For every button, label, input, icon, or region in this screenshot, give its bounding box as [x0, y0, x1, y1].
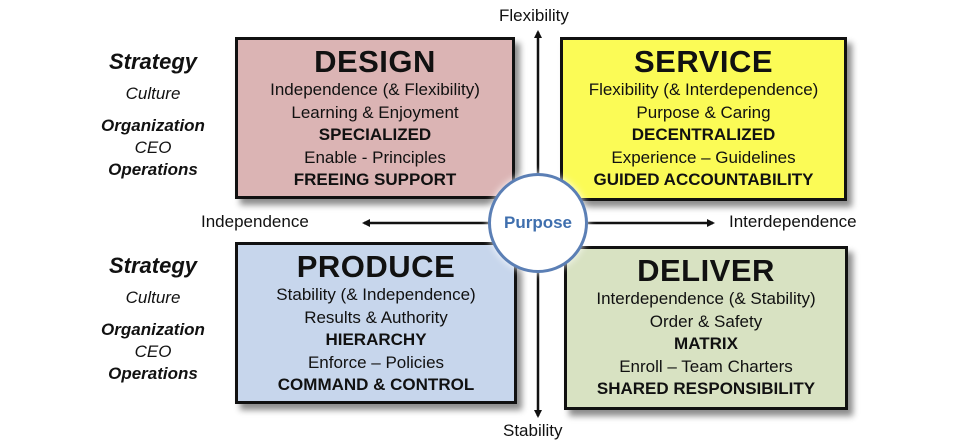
quadrant-operations: FREEING SUPPORT: [293, 170, 457, 189]
label-strategy: Strategy: [108, 49, 198, 74]
label-culture: Culture: [125, 84, 181, 103]
label-ceo: CEO: [134, 138, 172, 157]
quadrant-title: PRODUCE: [296, 249, 456, 284]
side-labels-top: Strategy Culture Organization CEO Operat…: [88, 49, 218, 181]
quadrant-title: DELIVER: [637, 253, 775, 288]
label-operations: Operations: [108, 364, 198, 383]
label-ceo: CEO: [134, 342, 172, 361]
quadrant-organization: DECENTRALIZED: [631, 125, 776, 144]
quadrant-organization: SPECIALIZED: [318, 125, 432, 144]
quadrant-service: SERVICE Flexibility (& Interdependence) …: [560, 37, 847, 201]
quadrant-values: Results & Authority: [304, 307, 448, 327]
axis-label-stability: Stability: [503, 421, 563, 440]
quadrant-organization: MATRIX: [674, 334, 738, 353]
quadrant-operations: COMMAND & CONTROL: [277, 375, 475, 394]
purpose-label: Purpose: [503, 213, 573, 232]
quadrant-operations: GUIDED ACCOUNTABILITY: [593, 170, 814, 189]
purpose-circle: Purpose: [488, 173, 588, 273]
label-organization: Organization: [101, 320, 205, 339]
quadrant-deliver: DELIVER Interdependence (& Stability) Or…: [564, 246, 848, 410]
quadrant-values: Order & Safety: [649, 311, 763, 331]
label-culture: Culture: [125, 288, 181, 307]
label-operations: Operations: [108, 160, 198, 179]
quadrant-organization: HIERARCHY: [325, 330, 427, 349]
label-strategy: Strategy: [108, 253, 198, 278]
quadrant-culture: Independence (& Flexibility): [270, 80, 480, 99]
quadrant-values: Learning & Enjoyment: [291, 102, 459, 122]
axis-label-flexibility: Flexibility: [499, 6, 569, 25]
quadrant-ceo: Experience – Guidelines: [611, 147, 796, 167]
quadrant-ceo: Enforce – Policies: [307, 352, 445, 372]
side-labels-bottom: Strategy Culture Organization CEO Operat…: [88, 253, 218, 385]
quadrant-design: DESIGN Independence (& Flexibility) Lear…: [235, 37, 515, 199]
quadrant-title: DESIGN: [314, 44, 436, 79]
quadrant-produce: PRODUCE Stability (& Independence) Resul…: [235, 242, 517, 404]
quadrant-operations: SHARED RESPONSIBILITY: [596, 379, 816, 398]
quadrant-culture: Flexibility (& Interdependence): [588, 80, 819, 99]
label-organization: Organization: [101, 116, 205, 135]
quadrant-culture: Interdependence (& Stability): [596, 289, 816, 308]
axis-label-independence: Independence: [201, 212, 309, 231]
quadrant-culture: Stability (& Independence): [276, 285, 476, 304]
quadrant-ceo: Enroll – Team Charters: [619, 356, 793, 376]
quadrant-ceo: Enable - Principles: [304, 147, 446, 167]
axis-label-interdependence: Interdependence: [729, 212, 857, 231]
quadrant-values: Purpose & Caring: [636, 102, 771, 122]
quadrant-title: SERVICE: [633, 44, 774, 79]
